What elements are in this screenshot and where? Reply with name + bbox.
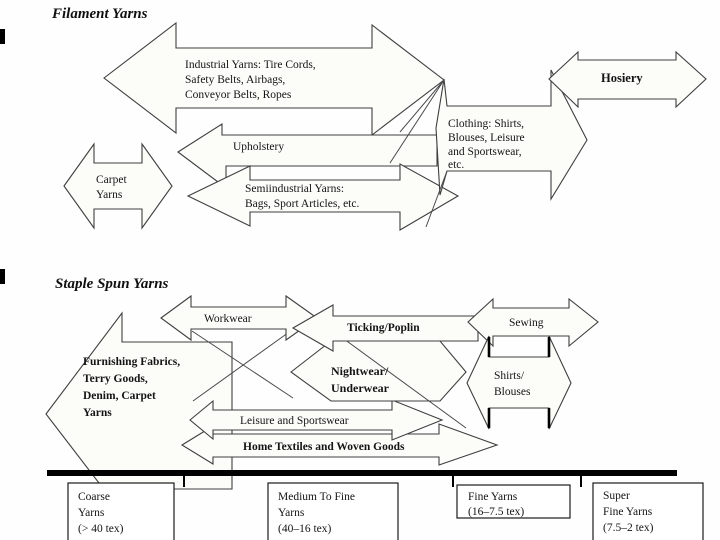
super-fine-yarns-box xyxy=(592,482,704,540)
filament-title: Filament Yarns xyxy=(51,6,148,22)
nightwear-label-1: Nightwear/ xyxy=(331,364,389,378)
medium-label-2: Yarns xyxy=(278,507,305,519)
workwear-label: Workwear xyxy=(204,313,252,325)
coarse-yarns-box xyxy=(67,482,175,540)
fine-yarns-box xyxy=(456,484,571,519)
shirts-arrow-shape xyxy=(466,335,572,430)
medium-label-3: (40–16 tex) xyxy=(278,523,332,535)
hosiery-arrow-shape xyxy=(548,50,707,109)
sewing-arrow-shape xyxy=(467,297,599,348)
sewing-label: Sewing xyxy=(509,317,544,329)
nightwear-label-2: Underwear xyxy=(331,381,390,395)
clothing-label-3: and Sportswear, xyxy=(448,146,522,158)
fineness-scale: Coarse Yarns (> 40 tex) Medium To Fine Y… xyxy=(47,470,704,540)
super-label-3: (7.5–2 tex) xyxy=(603,522,654,534)
super-label-1: Super xyxy=(603,490,630,502)
scale-tick-3 xyxy=(580,476,582,487)
semiindustrial-label-2: Bags, Sport Articles, etc. xyxy=(245,198,359,210)
medium-fine-yarns-box xyxy=(267,482,399,540)
coarse-label-2: Yarns xyxy=(78,507,105,519)
edge-mark-bottom xyxy=(0,269,5,284)
industrial-label-1: Industrial Yarns: Tire Cords, xyxy=(185,59,316,71)
clothing-label-4: etc. xyxy=(448,159,464,171)
carpet-arrow-shape xyxy=(63,142,173,230)
semiindustrial-label-1: Semiindustrial Yarns: xyxy=(245,183,344,195)
furnishing-label-2: Terry Goods, xyxy=(83,373,148,385)
scale-tick-2 xyxy=(452,476,454,487)
industrial-label-2: Safety Belts, Airbags, xyxy=(185,74,285,86)
upholstery-label: Upholstery xyxy=(233,141,284,153)
shirts-label-2: Blouses xyxy=(494,386,531,398)
fine-label-2: (16–7.5 tex) xyxy=(468,506,524,518)
filament-section: Filament Yarns Industrial Yarns: Tire Co… xyxy=(51,6,707,231)
furnishing-label-1: Furnishing Fabrics, xyxy=(83,356,180,368)
leisure-arrow-shape xyxy=(189,399,444,441)
hosiery-label: Hosiery xyxy=(601,71,643,85)
clothing-label-1: Clothing: Shirts, xyxy=(448,118,524,130)
scale-axis-line xyxy=(47,470,677,476)
medium-label-1: Medium To Fine xyxy=(278,491,355,503)
clothing-arrow-shape xyxy=(435,69,588,201)
furnishing-label-4: Yarns xyxy=(83,407,112,419)
fine-label-1: Fine Yarns xyxy=(468,491,518,503)
semiindustrial-arrow-shape xyxy=(186,163,460,231)
carpet-label-2: Yarns xyxy=(96,189,123,201)
scale-tick-1 xyxy=(183,476,185,487)
carpet-label-1: Carpet xyxy=(96,174,127,186)
leisure-label: Leisure and Sportswear xyxy=(240,415,349,427)
super-label-2: Fine Yarns xyxy=(603,506,653,518)
upholstery-arrow-shape xyxy=(177,122,438,190)
industrial-label-3: Conveyor Belts, Ropes xyxy=(185,89,292,101)
shirts-arrow-notch-marks xyxy=(487,337,551,428)
hometextiles-label: Home Textiles and Woven Goods xyxy=(243,441,405,453)
shirts-label-1: Shirts/ xyxy=(494,370,525,382)
edge-mark-top xyxy=(0,29,5,44)
staple-section: Staple Spun Yarns Furnishing Fabrics, Te… xyxy=(45,276,599,515)
ticking-label: Ticking/Poplin xyxy=(347,322,420,334)
clothing-label-2: Blouses, Leisure xyxy=(448,132,525,144)
coarse-label-3: (> 40 tex) xyxy=(78,523,124,535)
staple-title: Staple Spun Yarns xyxy=(55,276,169,292)
connector-lines-filament xyxy=(389,79,448,228)
furnishing-label-3: Denim, Carpet xyxy=(83,390,156,402)
coarse-label-1: Coarse xyxy=(78,491,110,503)
